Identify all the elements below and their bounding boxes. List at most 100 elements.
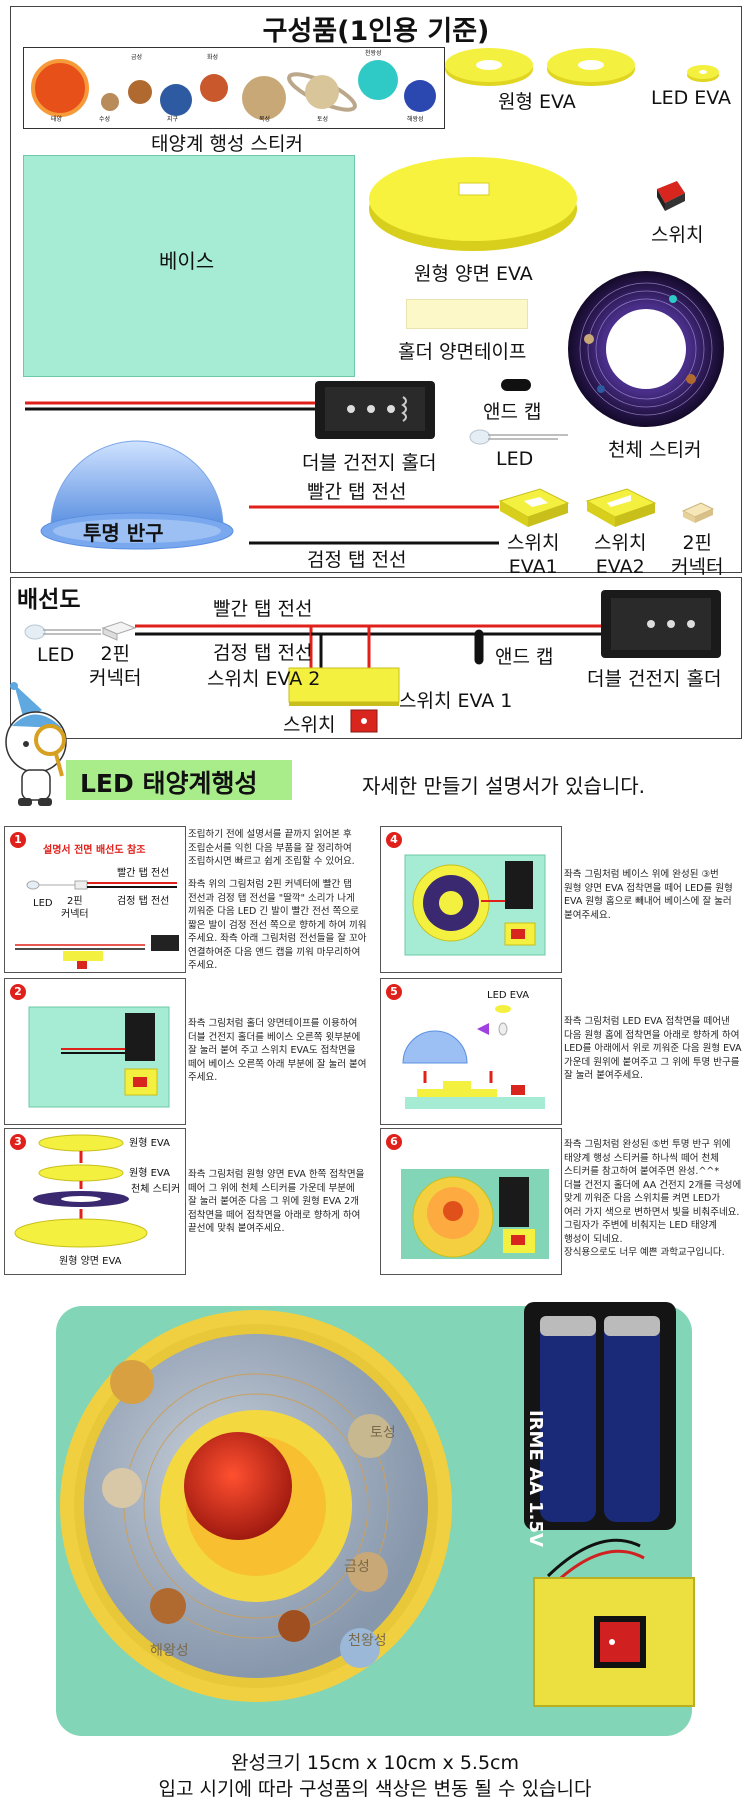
step2-text: 좌측 그림처럼 홀더 양면테이프를 이용하여 더블 건전지 홀더를 베이스 오른… [188, 1018, 367, 1083]
planet-sticker-sheet [23, 47, 445, 129]
base-label: 베이스 [159, 249, 215, 273]
planet-name-saturn: 토성 [317, 116, 329, 123]
step4-text: 좌측 그림처럼 베이스 위에 완성된 ③번 원형 양면 EVA 접착면을 떼어 … [564, 869, 733, 921]
step5-diagram [402, 1005, 545, 1109]
dome-label-saturn: 토성 [370, 1425, 396, 1441]
dome-label-venus: 금성 [344, 1559, 370, 1575]
end-cap-label: 앤드 캡 [483, 401, 542, 423]
product-photo [56, 1302, 695, 1736]
step4-number: 4 [386, 832, 402, 848]
switch-eva1-graphic [498, 488, 570, 527]
components-title: 구성품(1인용 기준) [262, 16, 490, 47]
battery-holder-graphic [315, 381, 435, 439]
step1-text: 좌측 위의 그림처럼 2핀 커넥터에 빨간 탭 전선과 검정 탭 전선을 "딸깍… [188, 879, 367, 971]
double-eva-graphic [369, 157, 577, 251]
led-graphic [469, 429, 568, 445]
planet-name-uranus: 천왕성 [365, 50, 382, 57]
wiring-diagram [24, 590, 721, 733]
wiring-led-label: LED [37, 644, 75, 666]
step3-number: 3 [10, 1134, 26, 1150]
wiring-black-wire-label: 검정 탭 전선 [213, 642, 313, 664]
planet-sticker-label: 태양계 행성 스티커 [151, 133, 303, 155]
wiring-title: 배선도 [17, 587, 81, 613]
step4-image: 4 [380, 826, 562, 973]
switch-graphic [657, 181, 685, 211]
step1-image: 1 설명서 전면 배선도 참조 빨간 탭 전선 LED 2핀 커넥터 검정 탭 … [4, 826, 186, 973]
step5-label-led-eva: LED EVA [487, 990, 530, 1001]
mascot-graphic [5, 682, 67, 806]
connector-graphic [681, 502, 715, 523]
finished-size: 완성크기 15cm x 10cm x 5.5cm [230, 1752, 520, 1774]
end-cap-graphic [501, 379, 531, 391]
wiring-battery-holder-label: 더블 건전지 홀더 [587, 668, 722, 690]
step3-label-eva-top: 원형 EVA [129, 1138, 170, 1149]
switch-eva1-label: 스위치 EVA1 [507, 532, 560, 578]
step1-label-black: 검정 탭 전선 [117, 896, 170, 907]
led-label: LED [496, 448, 534, 470]
holder-tape-label: 홀더 양면테이프 [398, 341, 527, 363]
dome-label: 투명 반구 [83, 521, 164, 545]
step6-text: 좌측 그림처럼 완성된 ⑤번 투명 반구 위에 태양계 행성 스티커를 하나씩 … [564, 1139, 742, 1258]
step2-diagram [28, 1006, 170, 1108]
sky-sticker-graphic [568, 271, 724, 427]
step3-text: 좌측 그림처럼 원형 양면 EVA 한쪽 접착면을 떼어 그 위에 천체 스티커… [188, 1169, 365, 1234]
step3-label-double: 원형 양면 EVA [59, 1256, 122, 1267]
step6-image: 6 [380, 1128, 562, 1275]
planet-name-mercury: 수성 [99, 116, 111, 123]
red-wire-label: 빨간 탭 전선 [307, 481, 407, 503]
wiring-switch-label: 스위치 [283, 714, 336, 736]
switch-eva2-graphic [585, 488, 657, 527]
step6-number: 6 [386, 1134, 402, 1150]
black-wire-label: 검정 탭 전선 [307, 549, 407, 571]
planet-name-mars: 화성 [207, 54, 219, 61]
battery-holder-label: 더블 건전지 홀더 [302, 452, 437, 474]
wire-pair-graphic [25, 401, 321, 411]
wiring-switch-eva2-label: 스위치 EVA 2 [207, 668, 321, 690]
step5-image: 5 LED EVA [380, 978, 562, 1125]
step1-warning: 조립하기 전에 설명서를 끝까지 읽어본 후 조립순서를 익힌 다음 부품을 잘… [188, 829, 355, 867]
planet-name-jupiter: 목성 [259, 116, 271, 123]
wiring-switch-eva1-label: 스위치 EVA 1 [399, 690, 513, 712]
step2-image: 2 [4, 978, 186, 1125]
planet-name-earth: 지구 [167, 116, 179, 123]
round-eva-label: 원형 EVA [498, 91, 576, 113]
step5-text: 좌측 그림처럼 LED EVA 접착면을 떼어낸 다음 원형 홈에 접착면을 아… [564, 1016, 742, 1081]
double-eva-label: 원형 양면 EVA [414, 263, 533, 285]
components-section: 구성품(1인용 기준) 태양 수성 금성 지구 화성 목성 토성 천왕성 해왕성… [10, 6, 742, 578]
base-plate [23, 155, 355, 377]
step3-diagram [14, 1134, 148, 1248]
planet-name-sun: 태양 [51, 116, 63, 123]
planet-sticker-graphic [31, 59, 436, 120]
step1-number: 1 [10, 832, 26, 848]
led-eva-label: LED EVA [651, 87, 732, 109]
product-banner-title: LED 태양계행성 [80, 769, 258, 798]
dome-label-uranus: 천왕성 [348, 1633, 387, 1649]
planet-name-neptune: 해왕성 [407, 116, 424, 123]
step3-label-sky: 천체 스티커 [131, 1184, 181, 1195]
switch-eva2-label: 스위치 EVA2 [594, 532, 647, 578]
step5-number: 5 [386, 984, 402, 1000]
product-banner [66, 760, 292, 800]
step1-title: 설명서 전면 배선도 참조 [43, 845, 146, 856]
battery-brand-text: IRME AA 1.5V [525, 1410, 546, 1547]
wiring-connector-label: 2핀 커넥터 [89, 643, 142, 689]
wiring-end-cap-label: 앤드 캡 [495, 646, 554, 668]
dome-graphic [40, 440, 234, 550]
wiring-red-wire-label: 빨간 탭 전선 [213, 598, 313, 620]
round-eva-graphic [445, 48, 635, 86]
step1-diagram [15, 880, 179, 969]
manual-note: 자세한 만들기 설명서가 있습니다. [362, 774, 646, 798]
step2-number: 2 [10, 984, 26, 1000]
wiring-section: 배선도 LED 2핀 커넥터 빨간 탭 전선 검정 탭 전선 스위치 EVA 2… [10, 577, 742, 739]
dome-label-neptune: 해왕성 [150, 1643, 189, 1659]
tab-wires-graphic [249, 505, 499, 545]
step3-label-eva-mid: 원형 EVA [129, 1168, 170, 1179]
color-note: 입고 시기에 따라 구성품의 색상은 변동 될 수 있습니다 [158, 1778, 592, 1800]
step4-diagram [404, 854, 546, 956]
connector-label: 2핀 커넥터 [671, 532, 724, 578]
step1-label-led: LED [33, 898, 53, 909]
step1-label-connector: 2핀 커넥터 [61, 896, 89, 920]
step6-diagram [401, 1169, 549, 1259]
planet-name-venus: 금성 [131, 54, 143, 61]
switch-label: 스위치 [651, 224, 704, 246]
